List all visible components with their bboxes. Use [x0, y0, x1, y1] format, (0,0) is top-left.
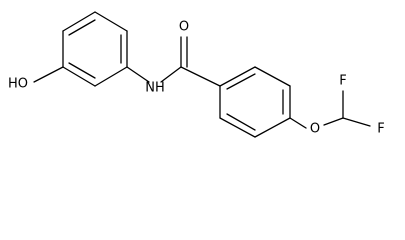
ring-bond: [219, 117, 256, 138]
aryl-oxygen-bond: [289, 117, 307, 129]
ring-bond: [94, 66, 128, 87]
ring-bond: [219, 66, 256, 87]
structure-svg: HO NH O O F F: [8, 11, 385, 138]
ring-double-bond: [68, 19, 96, 36]
hydroxyl-bond: [33, 66, 64, 83]
fluorine-right-label: F: [377, 122, 384, 137]
phenol-ring: [62, 11, 128, 87]
carbonyl-ring-bond: [180, 66, 221, 87]
ring-double-bond: [226, 73, 256, 90]
molecule-canvas: HO NH O O F F: [7, 11, 385, 138]
carbon-fluorine-right-bond: [342, 117, 371, 127]
amide-nitrogen-label: NH: [145, 81, 165, 96]
ring-bond: [254, 117, 291, 138]
carbonyl-oxygen-label: O: [179, 20, 189, 35]
fluorine-top-label: F: [339, 74, 346, 89]
ring-double-bond: [226, 113, 256, 131]
ring-bond: [254, 66, 291, 87]
benzoyl-ring: [219, 66, 291, 138]
ring-bond: [62, 11, 96, 32]
ether-oxygen-label: O: [310, 122, 320, 137]
nh-carbonyl-bond: [160, 66, 182, 83]
ring-double-bond: [68, 62, 96, 79]
aryl-nh-bond: [126, 66, 150, 83]
ring-bond: [94, 11, 128, 32]
hydroxyl-label: HO: [8, 77, 28, 92]
oxygen-carbon-bond: [323, 117, 344, 126]
ring-bond: [62, 66, 96, 87]
